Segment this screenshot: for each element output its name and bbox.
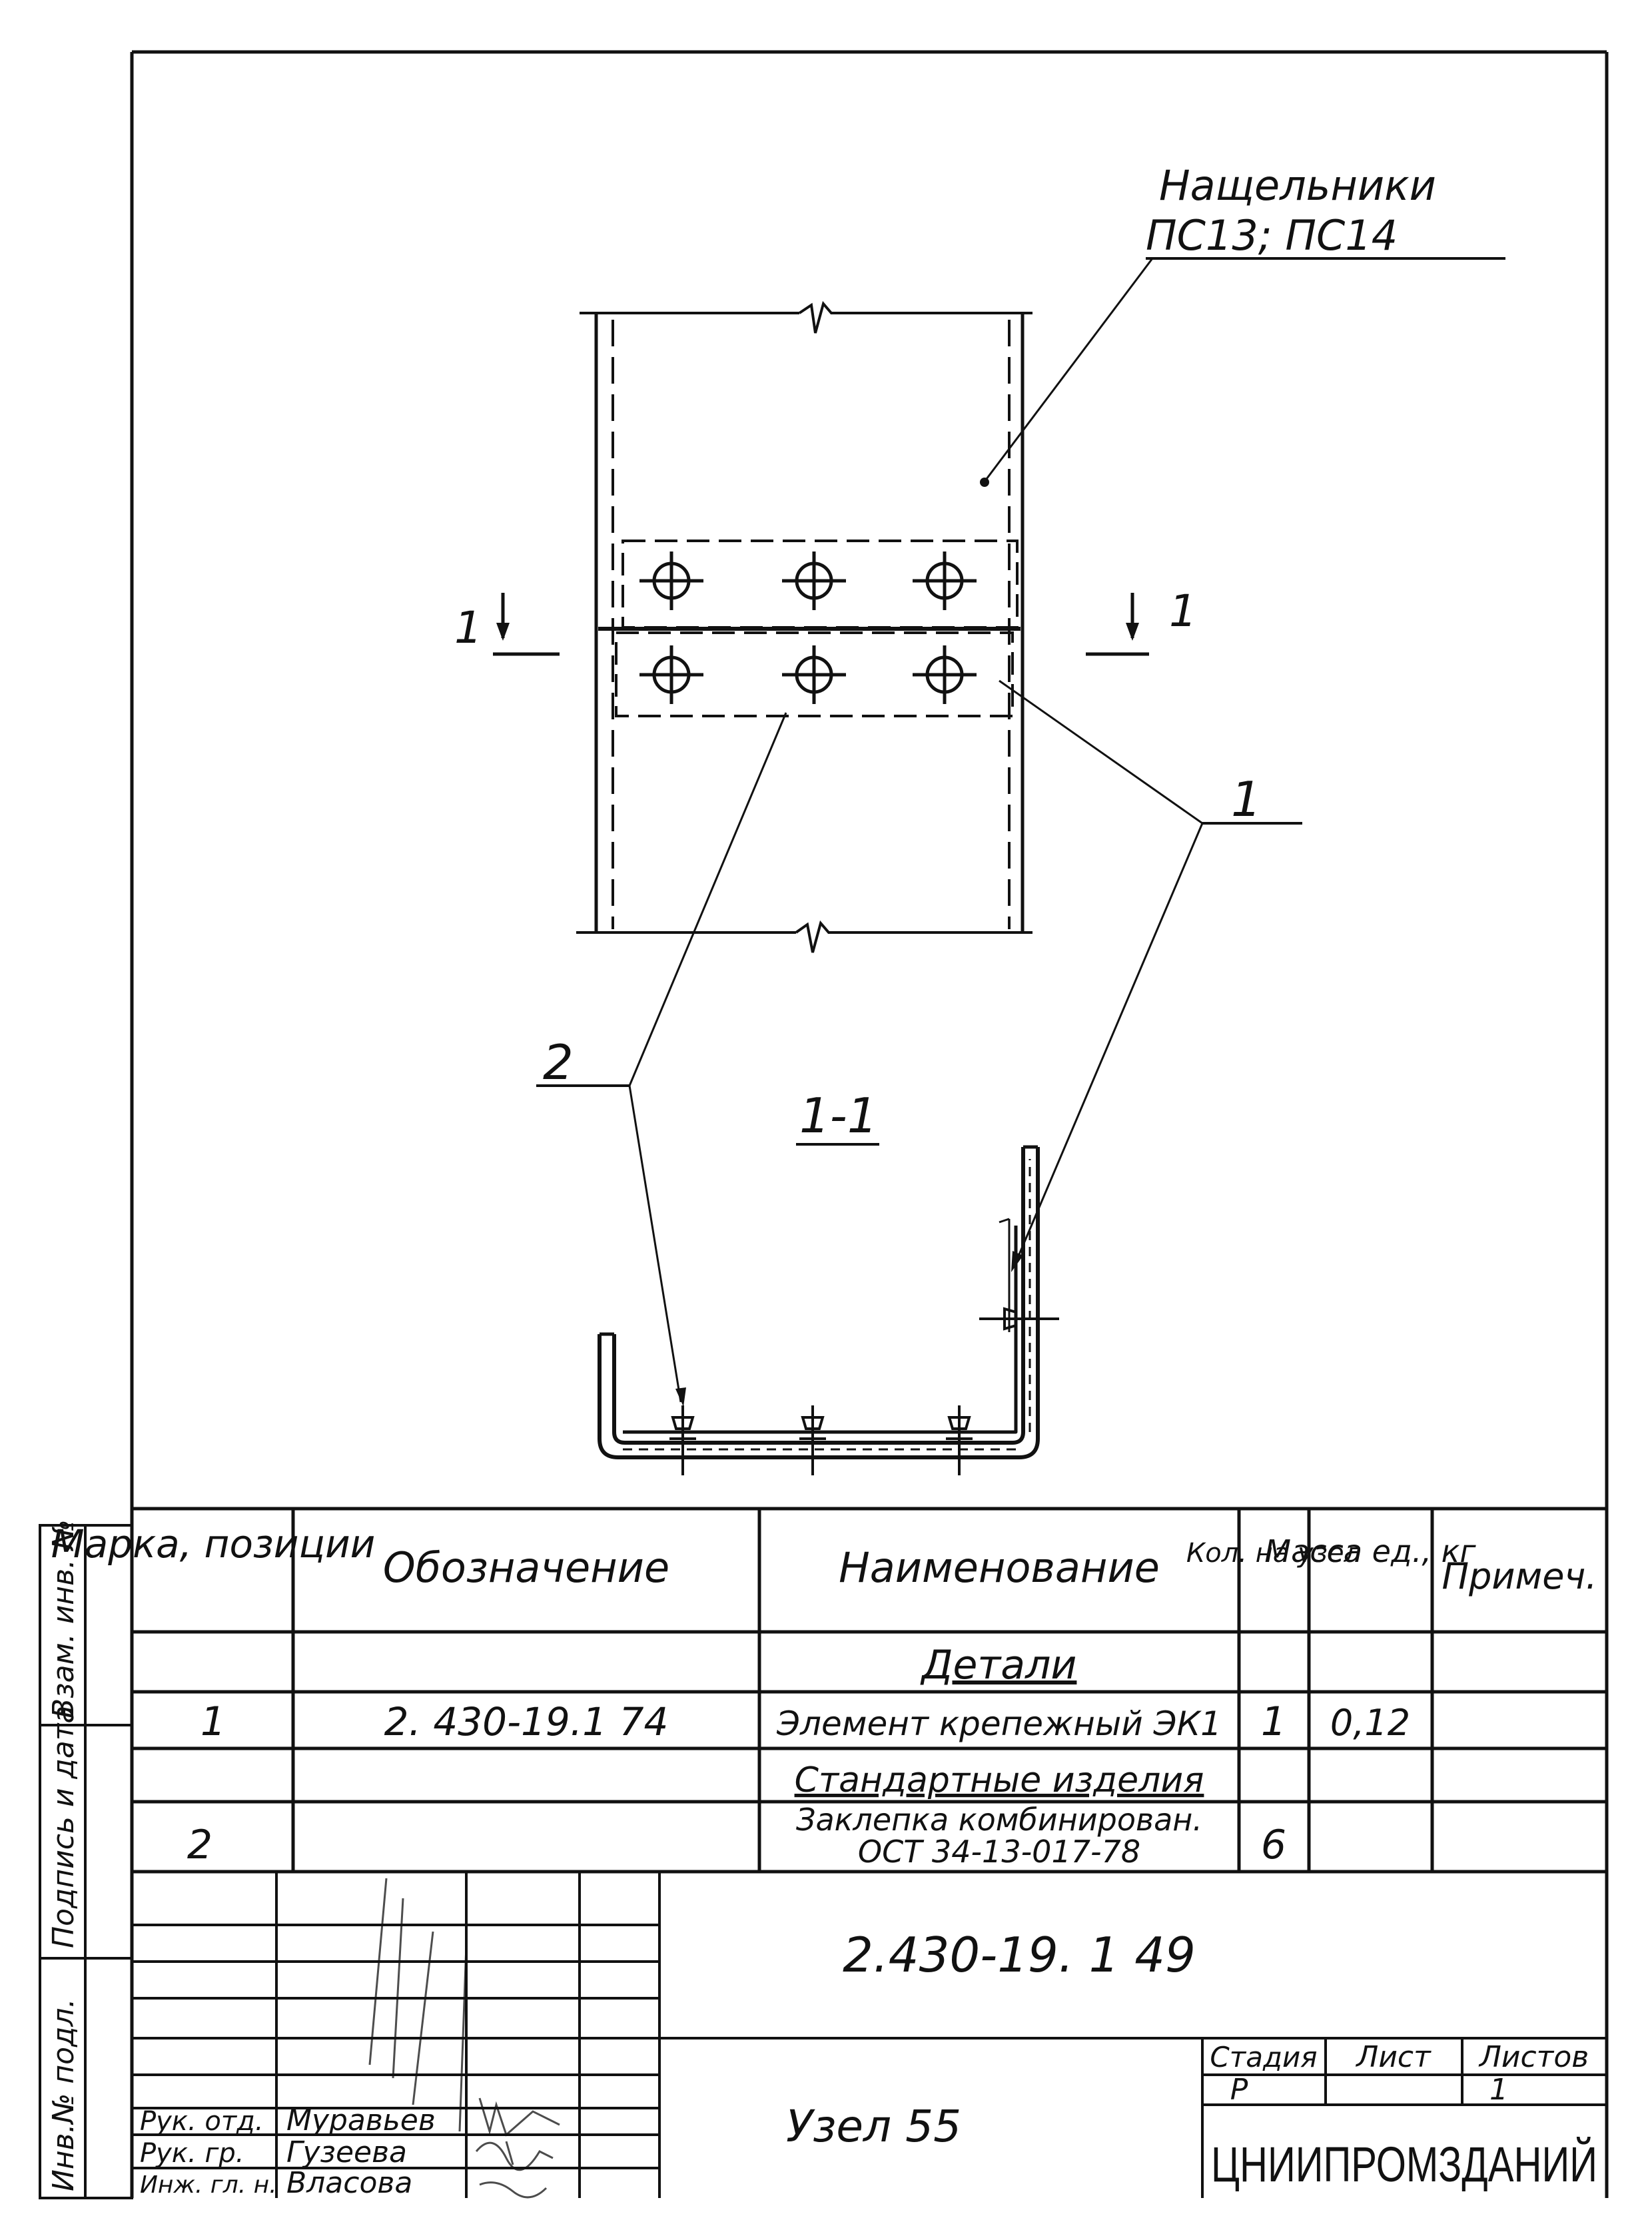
staff-name: Власова [286, 2166, 412, 2200]
sheets-value: 1 [1489, 2073, 1508, 2107]
spec-table-header: Марка, позиции Обозначение Наименование … [51, 1521, 1597, 1597]
section-mark-right-label: 1 [1169, 585, 1197, 637]
row-name: Элемент крепежный ЭК1 [776, 1704, 1222, 1743]
spec-table-row: Стандартные изделия [795, 1760, 1204, 1800]
row-section-standard: Стандартные изделия [795, 1760, 1204, 1800]
row-qty: 6 [1261, 1822, 1286, 1868]
section-rivets [669, 1304, 1059, 1475]
spec-table-row: Детали [920, 1642, 1077, 1688]
row-qty: 1 [1261, 1698, 1286, 1745]
rivet-hole [913, 645, 977, 704]
rivet-holes-upper-row [639, 552, 977, 610]
header-mass: Масса ед., кг [1264, 1533, 1476, 1569]
staff-role: Инж. гл. н. [140, 2171, 277, 2199]
rivet [979, 1304, 1059, 1333]
section-mark-left: 1 [454, 593, 560, 656]
drawing-title: Узел 55 [786, 2101, 961, 2152]
row-mass: 0,12 [1330, 1702, 1410, 1744]
rivet-hole [639, 552, 703, 610]
header-designation: Обозначение [383, 1543, 669, 1592]
row-name-line2: ОСТ 34-13-017-78 [858, 1834, 1140, 1870]
side-stamp-replaced-inv: Взам. инв. № [47, 1519, 81, 1718]
document-code: 2.430-19. 1 49 [843, 1927, 1196, 1983]
rivet [946, 1405, 973, 1475]
sheets-label: Листов [1478, 2040, 1589, 2074]
position-1-label: 1 [1231, 771, 1262, 827]
sheet-label: Лист [1355, 2040, 1432, 2074]
staff-role: Рук. отд. [140, 2106, 264, 2137]
rivet-hole [782, 645, 846, 704]
callout-leader-dot [980, 478, 989, 487]
rivet [799, 1405, 826, 1475]
spec-table-row: 2 Заклепка комбинирован. ОСТ 34-13-017-7… [187, 1802, 1286, 1870]
rivet-hole [782, 552, 846, 610]
position-2-callout: 2 [536, 712, 787, 1407]
stage-value: Р [1230, 2073, 1248, 2107]
spec-table-grid [132, 1507, 1607, 1874]
row-name-line1: Заклепка комбинирован. [796, 1802, 1202, 1838]
stage-cells: Стадия Лист Листов Р 1 [1210, 2040, 1589, 2107]
side-stamp-signature-date: Подпись и дата [47, 1706, 81, 1948]
callout-part-name: Нащельники [1159, 161, 1436, 210]
staff-name: Муравьев [286, 2103, 436, 2137]
position-2-label: 2 [543, 1034, 574, 1090]
section-profile [598, 1145, 1040, 1459]
plan-view [576, 300, 1032, 953]
row-section-details: Детали [920, 1642, 1077, 1688]
rivet-hole [913, 552, 977, 610]
title-block-grid [132, 1872, 1607, 2198]
callout-nashchelniki: Нащельники ПС13; ПС14 [980, 161, 1505, 487]
row-mark: 1 [201, 1698, 226, 1745]
header-mark: Марка, позиции [51, 1521, 376, 1567]
rivet [669, 1405, 696, 1475]
callout-part-marks: ПС13; ПС14 [1146, 211, 1398, 260]
spec-table-row: 1 2. 430-19.1 74 Элемент крепежный ЭК1 1… [201, 1698, 1410, 1745]
signature-scribbles [368, 1878, 560, 2199]
position-1-callout: 1 [999, 679, 1302, 1272]
callout-leader [983, 258, 1154, 482]
side-stamp: Инв.№ подл. Подпись и дата Взам. инв. № [39, 1519, 133, 2199]
staff-role: Рук. гр. [140, 2138, 244, 2169]
section-mark-left-label: 1 [454, 602, 482, 653]
header-note: Примеч. [1442, 1555, 1597, 1597]
section-title: 1-1 [799, 1088, 878, 1144]
section-mark-right: 1 [1086, 585, 1197, 656]
rivet-hole [639, 645, 703, 704]
staff-name: Гузеева [286, 2135, 407, 2169]
header-name: Наименование [839, 1543, 1160, 1592]
staff-rows: Рук. отд. Муравьев Рук. гр. Гузеева Инж.… [140, 2103, 436, 2200]
row-mark: 2 [187, 1822, 212, 1868]
organization-name: ЦНИИПРОМЗДАНИЙ [1211, 2137, 1597, 2192]
side-stamp-inv-no: Инв.№ подл. [47, 1998, 81, 2191]
header-qty: Кол. на узел [1186, 1538, 1361, 1569]
stage-label: Стадия [1210, 2041, 1317, 2073]
rivet-holes-lower-row [639, 645, 977, 704]
row-designation: 2. 430-19.1 74 [384, 1699, 669, 1744]
